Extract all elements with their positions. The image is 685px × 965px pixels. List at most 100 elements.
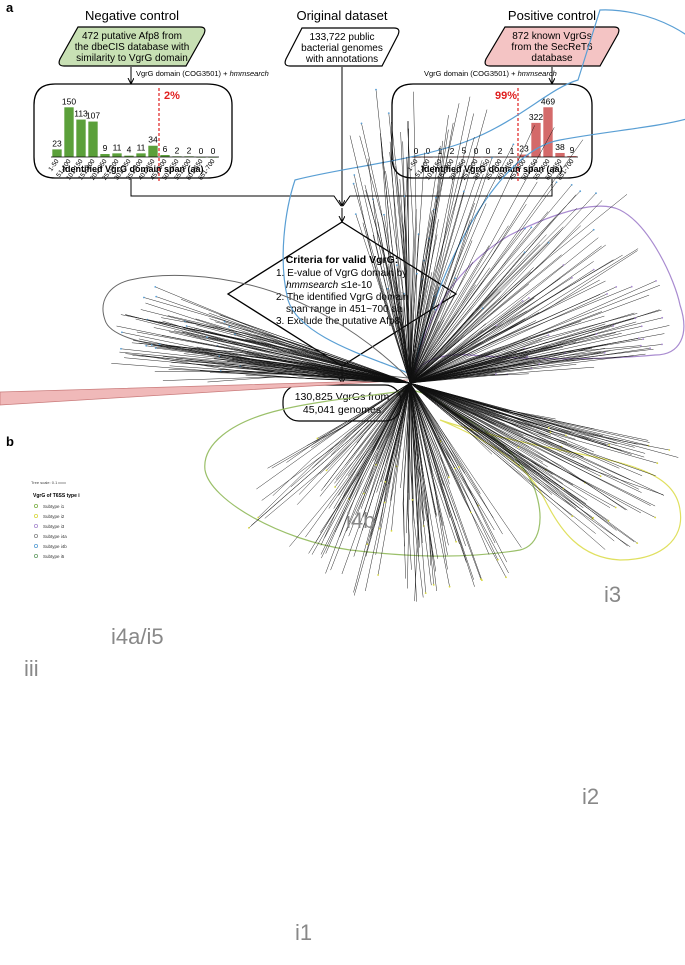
legend-marker bbox=[34, 514, 39, 519]
tree-tip-marker bbox=[150, 344, 153, 346]
tree-branch bbox=[356, 382, 411, 444]
clade-label-iii: iii bbox=[24, 656, 39, 681]
legend-item-label: Subtype i5 bbox=[43, 554, 65, 559]
tree-branch bbox=[409, 315, 605, 384]
tree-branch bbox=[409, 278, 456, 384]
tree-tip-marker bbox=[154, 347, 157, 349]
tree-branch bbox=[321, 382, 411, 559]
tree-branch bbox=[359, 135, 411, 384]
bar-value-label: 11 bbox=[137, 142, 146, 152]
tree-branch bbox=[409, 219, 471, 384]
tree-tip-marker bbox=[636, 542, 639, 544]
negative-histogram-xlabel: Identified VgrG domain span (aa) bbox=[62, 164, 203, 174]
tree-branch bbox=[409, 267, 490, 384]
tree-tip-marker bbox=[491, 157, 493, 159]
tree-branch bbox=[409, 283, 529, 384]
tree-tip-marker bbox=[603, 351, 606, 354]
tree-branch bbox=[409, 382, 448, 570]
clade-i4b-outline bbox=[282, 9, 685, 376]
tree-tip-marker bbox=[378, 527, 381, 530]
bar-value-label: 2 bbox=[498, 146, 503, 156]
clade-i1-outline bbox=[204, 389, 541, 557]
tree-branch bbox=[409, 139, 584, 384]
tree-tip-marker bbox=[462, 190, 465, 193]
tree-branch bbox=[409, 382, 467, 563]
tree-tip-marker bbox=[528, 297, 530, 299]
tree-legend: Tree scale: 0.1 VgrG of T6SS type i Subt… bbox=[31, 480, 80, 559]
tree-branch bbox=[370, 382, 411, 537]
legend-item-label: Subtype i1 bbox=[43, 504, 65, 509]
tree-tip-marker bbox=[562, 264, 565, 266]
clade-i3-outline bbox=[414, 205, 685, 376]
tree-tip-marker bbox=[366, 543, 369, 546]
tree-branch bbox=[409, 296, 437, 384]
tree-branch bbox=[409, 272, 433, 384]
tree-branch bbox=[409, 382, 642, 493]
tree-branch bbox=[409, 225, 509, 384]
tree-tip-marker bbox=[454, 467, 456, 470]
tree-branch bbox=[157, 345, 411, 384]
tree-branch bbox=[409, 204, 527, 384]
tree-tip-marker bbox=[458, 466, 460, 468]
bar-value-label: 107 bbox=[86, 111, 100, 121]
tree-branch bbox=[400, 131, 411, 384]
histogram-bar bbox=[555, 152, 565, 157]
tree-branch bbox=[162, 320, 411, 384]
tree-scale-label: Tree scale: 0.1 bbox=[31, 480, 58, 485]
tree-branch bbox=[297, 382, 411, 505]
tree-tip-marker bbox=[479, 578, 482, 580]
criteria-line-3: 3. Exclude the putative Afp8 bbox=[276, 316, 400, 327]
tree-branch bbox=[409, 211, 549, 384]
tree-branch bbox=[353, 183, 411, 384]
bar-value-label: 0 bbox=[199, 146, 204, 156]
tree-tip-marker bbox=[143, 296, 145, 299]
tree-branch bbox=[256, 382, 411, 490]
bar-value-label: 34 bbox=[148, 135, 158, 145]
legend-marker bbox=[34, 503, 39, 508]
tree-branch bbox=[406, 382, 411, 534]
tree-branch bbox=[362, 222, 411, 384]
tree-tip-marker bbox=[316, 437, 319, 440]
tree-branch bbox=[409, 172, 456, 384]
tree-tip-marker bbox=[592, 268, 595, 271]
tree-tip-marker bbox=[455, 540, 457, 543]
tree-branch bbox=[333, 382, 411, 509]
tree-branch bbox=[409, 280, 657, 384]
tree-tip-marker bbox=[353, 174, 356, 176]
tree-branch bbox=[399, 179, 411, 384]
tree-tip-marker bbox=[612, 325, 615, 327]
bar-value-label: 1 bbox=[438, 146, 443, 156]
panel-b-label: b bbox=[6, 434, 14, 449]
tree-branch bbox=[409, 382, 563, 484]
tree-tip-marker bbox=[592, 516, 594, 519]
tree-branch bbox=[126, 314, 411, 384]
tree-tip-marker bbox=[655, 280, 657, 282]
tree-tip-marker bbox=[505, 576, 507, 579]
tree-branch bbox=[326, 382, 411, 471]
tree-tip-marker bbox=[396, 264, 398, 266]
tree-branch bbox=[409, 353, 646, 384]
tree-tip-marker bbox=[334, 486, 336, 488]
tree-branch bbox=[409, 347, 651, 384]
tree-branch bbox=[409, 382, 594, 518]
positive-box-line-1: 872 known VgrGs bbox=[512, 31, 592, 42]
tree-branch bbox=[409, 382, 587, 451]
histogram-bar bbox=[160, 155, 170, 157]
tree-branch bbox=[409, 286, 632, 384]
tree-branch bbox=[289, 382, 411, 547]
histogram-bar bbox=[124, 155, 134, 157]
tree-branch bbox=[209, 372, 411, 384]
tree-tip-marker bbox=[547, 334, 550, 336]
tree-branch bbox=[394, 269, 411, 384]
tree-tip-marker bbox=[614, 506, 617, 509]
tree-branch bbox=[409, 382, 664, 496]
tree-tip-marker bbox=[469, 511, 472, 514]
tree-branch bbox=[141, 355, 411, 384]
tree-branch bbox=[409, 382, 450, 485]
tree-tip-marker bbox=[185, 325, 188, 327]
tree-tip-marker bbox=[325, 469, 328, 472]
tree-branch bbox=[272, 382, 411, 496]
tree-tip-marker bbox=[234, 333, 236, 336]
bar-value-label: 6 bbox=[163, 144, 168, 154]
